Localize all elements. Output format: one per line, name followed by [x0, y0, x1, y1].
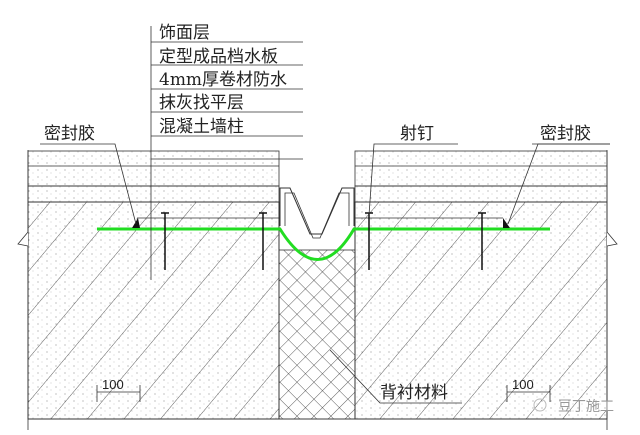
watermark-logo-icon [533, 398, 547, 412]
watermark: 豆丁施工 [558, 399, 614, 415]
backing-label: 背衬材料 [380, 383, 448, 403]
layer-label: 混凝土墙柱 [159, 117, 244, 137]
layer-label: 定型成品档水板 [159, 47, 278, 67]
sealant-label-left: 密封胶 [44, 124, 95, 144]
dimension-lines [96, 385, 551, 402]
nails [161, 212, 486, 270]
layer-label: 4mm厚卷材防水 [159, 70, 287, 90]
dimension-left: 100 [102, 377, 124, 392]
layer-label: 饰面层 [159, 23, 210, 43]
plaster-layers [27, 150, 608, 203]
layer-label: 抹灰找平层 [159, 93, 244, 113]
waterproof-membrane [97, 227, 550, 261]
sealant-right [503, 218, 510, 228]
sealant-label-right: 密封胶 [540, 124, 591, 144]
backing-material [278, 249, 356, 420]
dimension-right: 100 [512, 377, 534, 392]
waterstop-board [279, 187, 355, 235]
leader-lines [40, 143, 610, 404]
layer-legend [150, 26, 303, 280]
concrete-wall [17, 150, 618, 430]
nail-label: 射钉 [400, 124, 434, 144]
